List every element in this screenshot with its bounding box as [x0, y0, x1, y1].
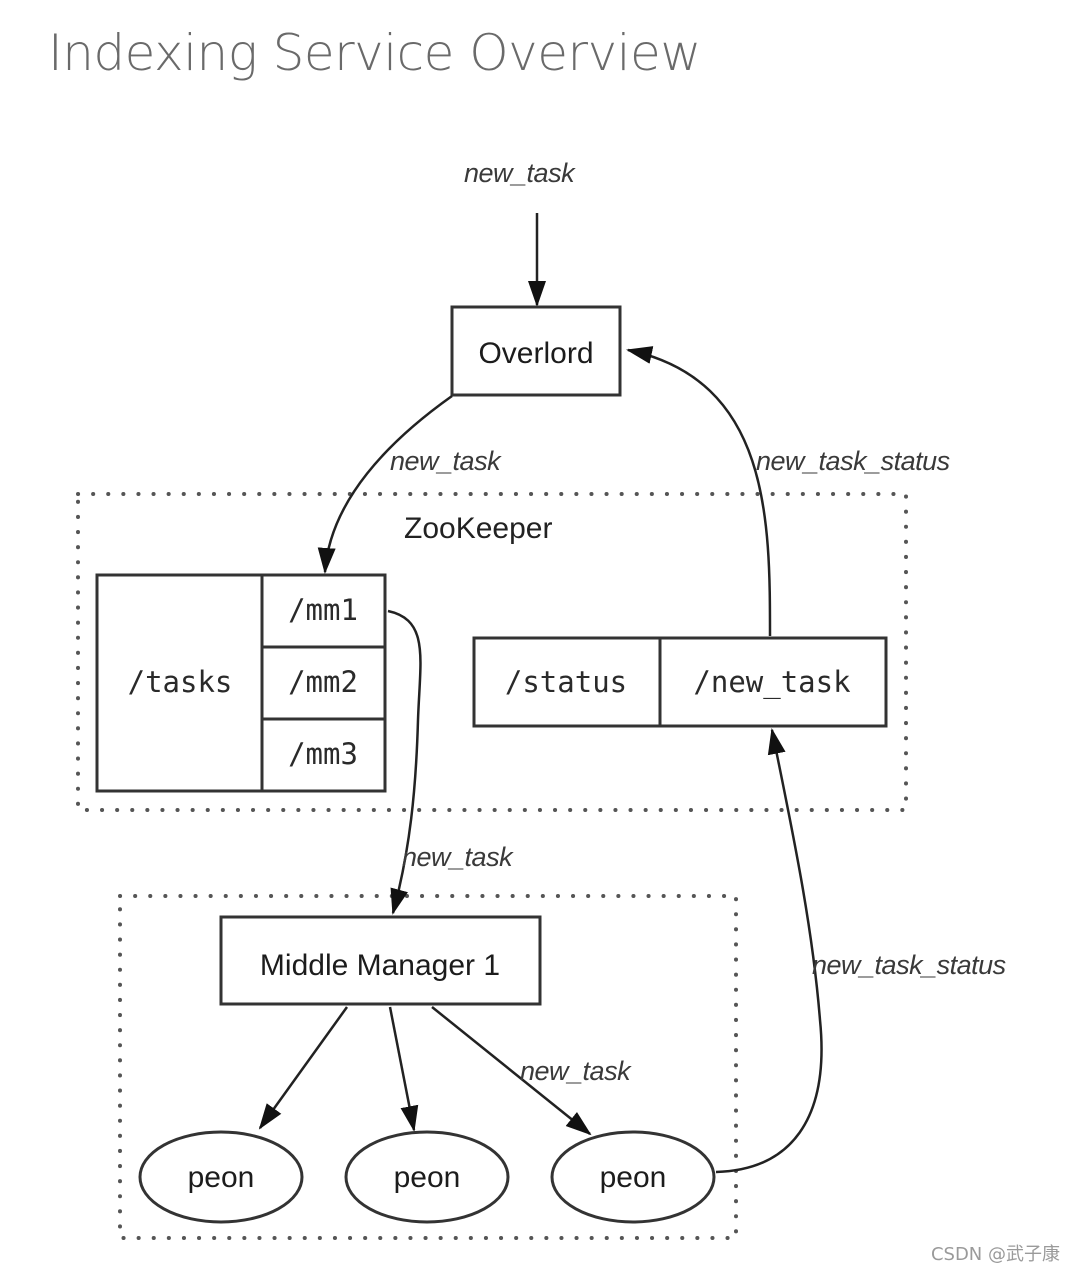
middle-manager-group	[118, 894, 738, 1240]
edge-label-external-new-task: new_task	[464, 158, 576, 188]
edge-mm1-to-middle-manager	[387, 609, 422, 915]
status-znode[interactable]: /status	[472, 636, 888, 728]
new-task-status-znode[interactable]: /new_task	[693, 665, 851, 700]
peon-node-2[interactable]: peon	[344, 1130, 510, 1224]
mm3-znode[interactable]: /mm3	[288, 737, 358, 771]
peon-1-label: peon	[188, 1161, 255, 1194]
tasks-znode[interactable]: /tasks	[95, 573, 387, 793]
edge-mm-to-peon-1	[258, 1006, 349, 1130]
peon-node-3[interactable]: peon	[550, 1130, 716, 1224]
mm2-znode[interactable]: /mm2	[288, 665, 358, 699]
peon-node-1[interactable]: peon	[138, 1130, 304, 1224]
overlord-node[interactable]: Overlord	[450, 305, 622, 397]
edge-peon-to-new-task-status	[715, 728, 823, 1174]
mm2-path-label: /mm2	[288, 665, 358, 699]
edge-mm-to-peon-3	[431, 1006, 592, 1136]
edge-label-overlord-new-task: new_task	[390, 446, 502, 476]
middle-manager-node[interactable]: Middle Manager 1	[219, 915, 542, 1006]
edge-mm-to-peon-2	[388, 1006, 419, 1132]
mm1-path-label: /mm1	[288, 593, 358, 627]
mm1-znode[interactable]: /mm1	[288, 593, 358, 627]
mm3-path-label: /mm3	[288, 737, 358, 771]
edge-new-task-status-to-overlord	[626, 346, 772, 637]
overlord-label: Overlord	[478, 337, 593, 370]
peon-3-label: peon	[600, 1161, 667, 1194]
middle-manager-label: Middle Manager 1	[260, 949, 500, 982]
edge-label-status-to-overlord: new_task_status	[756, 446, 950, 476]
diagram-title: Indexing Service Overview	[48, 24, 701, 82]
tasks-path-label: /tasks	[128, 665, 233, 699]
edge-label-mm1-new-task: new_task	[402, 842, 514, 872]
edge-overlord-to-mm1	[317, 394, 453, 574]
zookeeper-label: ZooKeeper	[404, 512, 552, 545]
peon-2-label: peon	[394, 1161, 461, 1194]
watermark: CSDN @武子康	[931, 1244, 1060, 1265]
zookeeper-group	[76, 492, 908, 812]
new-task-path-label: /new_task	[693, 665, 851, 700]
edge-label-peon-status: new_task_status	[812, 950, 1006, 980]
edge-label-peon-new-task: new_task	[520, 1056, 632, 1086]
status-path-label: /status	[505, 665, 627, 699]
